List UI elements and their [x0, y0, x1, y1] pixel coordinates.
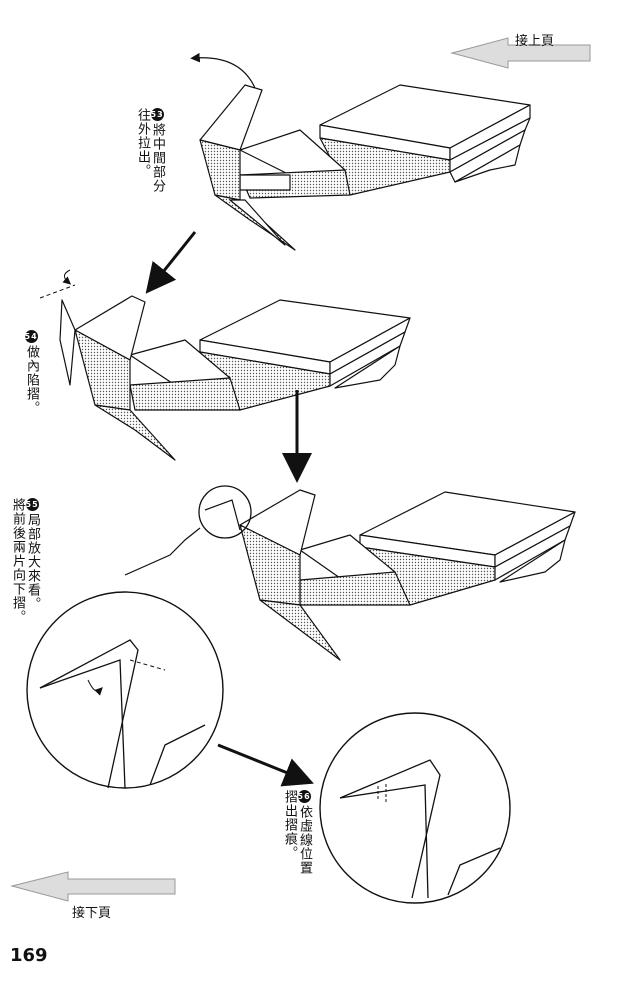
next-page-label[interactable]: 接下頁: [72, 906, 112, 921]
step-54-number: 54: [24, 330, 38, 343]
step-56-number: 56: [297, 790, 311, 803]
model-step-54: [59, 295, 411, 461]
page-number: 169: [10, 945, 48, 966]
step-arrow-1: [145, 231, 197, 294]
prev-page-label[interactable]: 接上頁: [515, 34, 555, 49]
step-53-number: 53: [150, 108, 164, 121]
step-56-line-2: 摺出摺痕。: [282, 790, 297, 860]
step-55-line-1: 局部放大來看。: [25, 513, 40, 611]
step-54-line-1: 做內陷摺。: [24, 345, 39, 415]
step-55-number: 55: [25, 498, 39, 511]
model-step-55: [239, 489, 576, 661]
step-53-instruction: 53 將中間部分往外拉出。: [135, 108, 165, 193]
zoom-detail-55: [26, 527, 224, 789]
step-55-line-2: 將前後兩片向下摺。: [10, 498, 25, 624]
step-55-instruction: 55 局部放大來看。將前後兩片向下摺。: [10, 498, 40, 624]
step-56-line-1: 依虛線位置: [297, 805, 312, 875]
model-step-53: [199, 84, 531, 251]
prev-page-arrow[interactable]: [450, 37, 591, 69]
step-53-line-1: 將中間部分: [150, 123, 165, 193]
step-53-line-2: 往外拉出。: [135, 108, 150, 178]
step-arrow-3: [217, 743, 314, 787]
pull-arrow: [190, 52, 256, 89]
zoom-focus-circle: [198, 485, 252, 539]
step-56-instruction: 56 依虛線位置摺出摺痕。: [282, 790, 312, 875]
zoom-detail-56: [319, 712, 511, 904]
next-page-arrow[interactable]: [10, 871, 176, 902]
step-54-instruction: 54 做內陷摺。: [24, 330, 39, 415]
fold-line-54: [39, 284, 76, 299]
